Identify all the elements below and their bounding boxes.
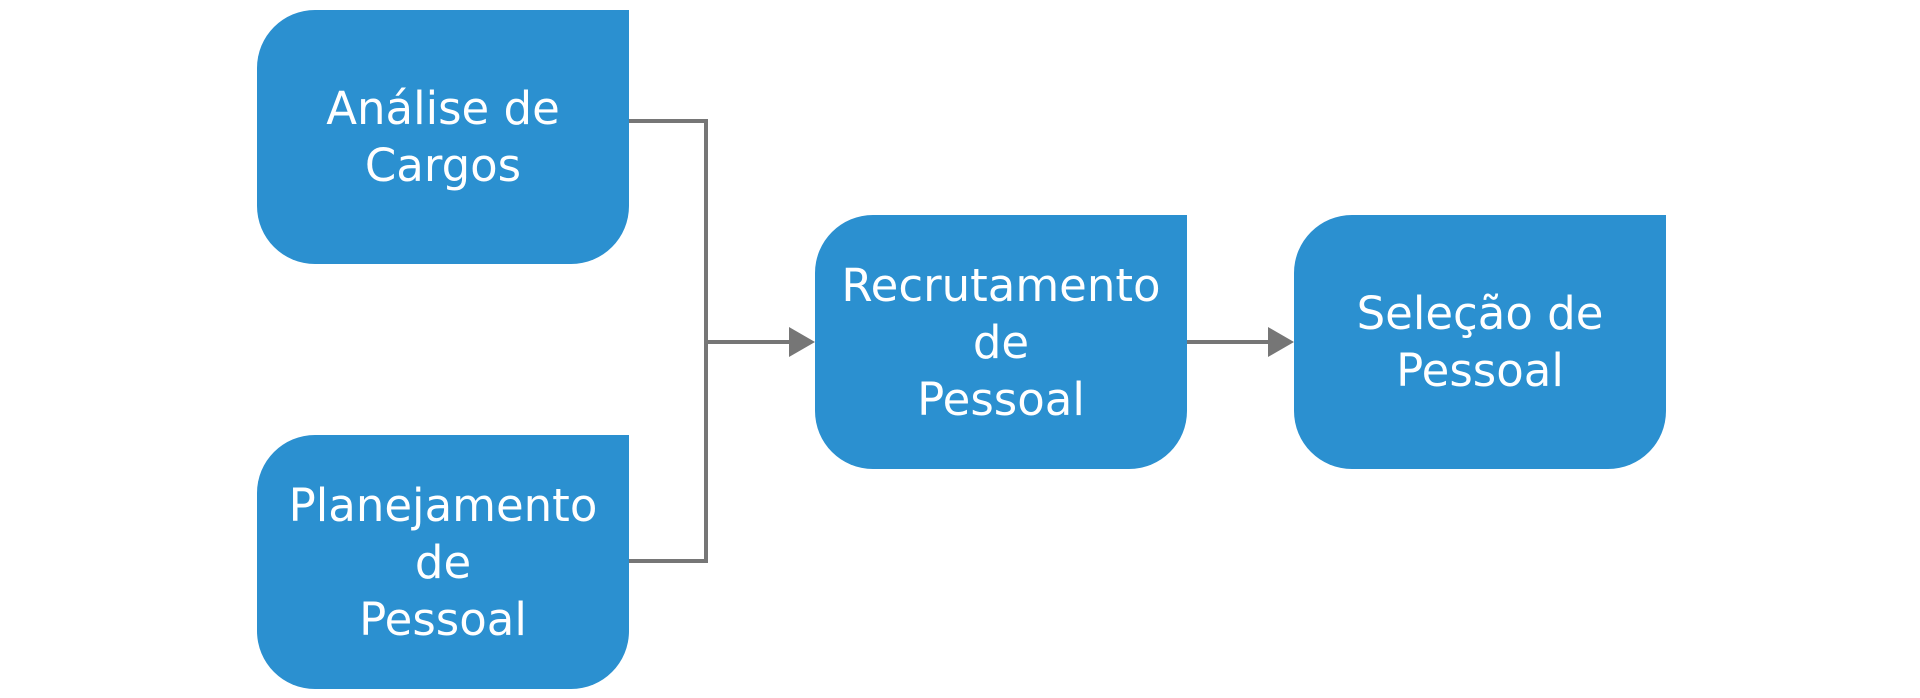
connector-planejamento-horizontal [629, 559, 707, 563]
node-selecao-de-pessoal: Seleção de Pessoal [1294, 215, 1666, 469]
node-planejamento-label: Planejamento de Pessoal [288, 478, 598, 646]
node-analise-label: Análise de Cargos [326, 82, 560, 192]
arrowhead-to-selecao [1268, 327, 1294, 357]
node-recrutamento-de-pessoal: Recrutamento de Pessoal [815, 215, 1187, 469]
arrowhead-to-recrutamento [789, 327, 815, 357]
node-analise-de-cargos: Análise de Cargos [257, 10, 629, 264]
node-planejamento-de-pessoal: Planejamento de Pessoal [257, 435, 629, 689]
connector-analise-horizontal [629, 119, 707, 123]
connector-recrutamento-to-selecao [1187, 340, 1269, 344]
node-selecao-label: Seleção de Pessoal [1356, 287, 1604, 397]
node-recrutamento-label: Recrutamento de Pessoal [841, 258, 1161, 426]
connector-merge-to-recrutamento [704, 340, 790, 344]
